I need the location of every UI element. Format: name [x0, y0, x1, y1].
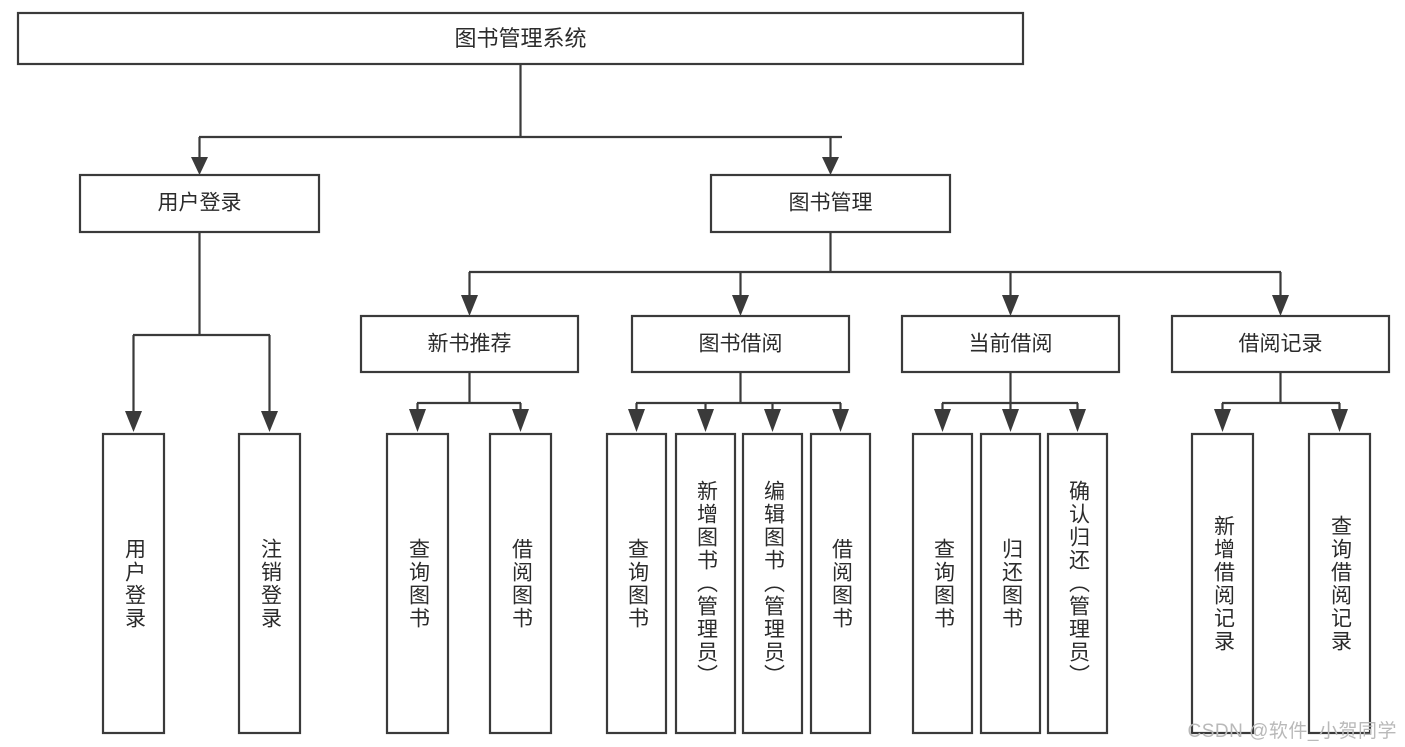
arrow-borrow-leaf-1-icon	[628, 409, 645, 432]
node-book-borrow[interactable]: 图书借阅	[630, 314, 851, 374]
node-book-borrow-box[interactable]	[630, 314, 851, 374]
node-current-borrow-label: 当前借阅	[969, 333, 1053, 356]
arrow-record-leaf-2-icon	[1331, 409, 1348, 432]
arrow-newbook-leaf-2-icon	[512, 409, 529, 432]
node-leaf-user-login-1-box[interactable]	[101, 432, 166, 735]
arrow-bookmanage-child-4-icon	[1272, 295, 1289, 316]
node-new-book-recommend-box[interactable]	[359, 314, 580, 374]
arrow-bookmanage-child-1-icon	[461, 295, 478, 316]
arrow-borrow-leaf-2-icon	[697, 409, 714, 432]
node-leaf-current-borrow-1-box[interactable]	[911, 432, 974, 735]
node-borrow-record[interactable]: 借阅记录	[1170, 314, 1391, 374]
arrow-newbook-leaf-1-icon	[409, 409, 426, 432]
node-leaf-book-borrow-1-box[interactable]	[605, 432, 668, 735]
node-book-manage[interactable]: 图书管理	[709, 173, 952, 234]
node-book-manage-box[interactable]	[709, 173, 952, 234]
node-book-borrow-label: 图书借阅	[699, 333, 783, 356]
node-leaf-borrow-record-2-box[interactable]	[1307, 432, 1372, 735]
arrow-bookmanage-child-2-icon	[732, 295, 749, 316]
node-borrow-record-box[interactable]	[1170, 314, 1391, 374]
node-leaf-book-borrow-3-box[interactable]	[741, 432, 804, 735]
node-root[interactable]: 图书管理系统	[16, 11, 1025, 66]
node-current-borrow[interactable]: 当前借阅	[900, 314, 1121, 374]
arrow-borrow-leaf-4-icon	[832, 409, 849, 432]
node-leaf-user-login-2-box[interactable]	[237, 432, 302, 735]
arrow-current-leaf-3-icon	[1069, 409, 1086, 432]
node-user-login-box[interactable]	[78, 173, 321, 234]
node-leaf-new-book-2-box[interactable]	[488, 432, 553, 735]
watermark-label: CSDN @软件_小贺同学	[1187, 721, 1397, 742]
arrow-userlogin-leaf-1-icon	[125, 411, 142, 432]
node-root-label: 图书管理系统	[454, 26, 586, 51]
arrow-root-to-user-login-icon	[191, 157, 208, 175]
node-leaf-new-book-1-box[interactable]	[385, 432, 450, 735]
node-user-login-label: 用户登录	[158, 192, 242, 215]
node-leaf-book-borrow-2-box[interactable]	[674, 432, 737, 735]
arrow-current-leaf-2-icon	[1002, 409, 1019, 432]
arrow-record-leaf-1-icon	[1214, 409, 1231, 432]
arrow-root-to-book-manage-icon	[822, 157, 839, 175]
node-leaf-borrow-record-1-box[interactable]	[1190, 432, 1255, 735]
node-leaf-current-borrow-2-box[interactable]	[979, 432, 1042, 735]
node-leaf-book-borrow-4-box[interactable]	[809, 432, 872, 735]
node-book-manage-label: 图书管理	[789, 192, 873, 215]
arrow-current-leaf-1-icon	[934, 409, 951, 432]
arrow-borrow-leaf-3-icon	[764, 409, 781, 432]
node-root-box[interactable]	[16, 11, 1025, 66]
node-new-book-recommend-label: 新书推荐	[428, 333, 512, 356]
node-current-borrow-box[interactable]	[900, 314, 1121, 374]
node-user-login[interactable]: 用户登录	[78, 173, 321, 234]
arrow-userlogin-leaf-2-icon	[261, 411, 278, 432]
node-new-book-recommend[interactable]: 新书推荐	[359, 314, 580, 374]
node-borrow-record-label: 借阅记录	[1239, 333, 1323, 356]
connector-layer	[125, 64, 1348, 432]
arrow-bookmanage-child-3-icon	[1002, 295, 1019, 316]
node-leaf-current-borrow-3-box[interactable]	[1046, 432, 1109, 735]
